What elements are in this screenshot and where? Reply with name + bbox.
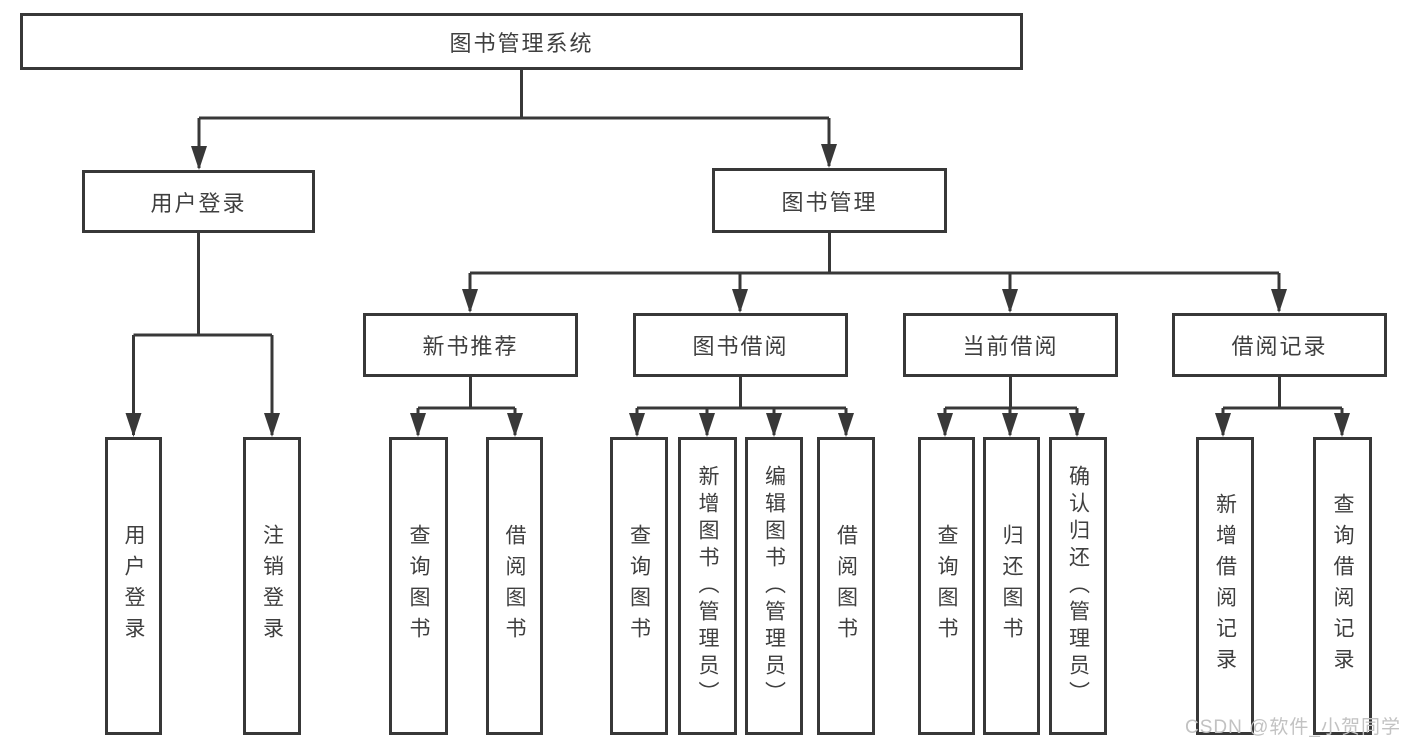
arrowhead — [462, 289, 478, 313]
node-bb-query-books-label: 查询图书 — [627, 524, 651, 648]
node-bb-query-books: 查询图书 — [610, 437, 668, 735]
node-cb-return-books-label: 归还图书 — [1000, 524, 1023, 648]
arrowheads — [125, 144, 1350, 437]
arrowhead — [699, 413, 715, 437]
node-user-login-label: 用户登录 — [150, 190, 247, 216]
node-bb-add-books-label: 新增图书（管理员） — [696, 464, 719, 708]
node-br-query-record-label: 查询借阅记录 — [1331, 493, 1354, 679]
node-cb-query-books-label: 查询图书 — [935, 524, 958, 648]
node-cb-query-books: 查询图书 — [918, 437, 975, 735]
arrowhead — [125, 413, 142, 437]
node-book-borrowing-label: 图书借阅 — [692, 334, 789, 359]
arrowhead — [821, 144, 837, 168]
node-rec-borrow-books-label: 借阅图书 — [503, 524, 526, 648]
node-root-label: 图书管理系统 — [449, 30, 594, 56]
arrowhead — [1069, 413, 1085, 437]
node-bb-edit-books-label: 编辑图书（管理员） — [762, 464, 786, 708]
node-logout-leaf: 注销登录 — [243, 437, 301, 735]
arrowhead — [1002, 413, 1018, 437]
node-bb-add-books: 新增图书（管理员） — [678, 437, 737, 735]
arrowhead — [507, 413, 523, 437]
node-book-management: 图书管理 — [712, 168, 947, 233]
arrowhead — [264, 413, 280, 437]
arrowhead — [1002, 289, 1018, 313]
node-bb-borrow-books: 借阅图书 — [817, 437, 875, 735]
node-cb-confirm-return: 确认归还（管理员） — [1049, 437, 1107, 735]
arrowhead — [629, 413, 645, 437]
arrowhead — [732, 289, 748, 313]
node-bb-edit-books: 编辑图书（管理员） — [745, 437, 803, 735]
node-borrowing-records-label: 借阅记录 — [1231, 334, 1328, 359]
arrowhead — [937, 413, 953, 437]
node-login-leaf-label: 用户登录 — [122, 524, 145, 648]
arrowhead — [766, 413, 782, 437]
node-root: 图书管理系统 — [20, 13, 1023, 70]
node-rec-query-books: 查询图书 — [389, 437, 448, 735]
node-br-query-record: 查询借阅记录 — [1313, 437, 1372, 735]
node-cb-confirm-return-label: 确认归还（管理员） — [1066, 464, 1090, 708]
node-rec-borrow-books: 借阅图书 — [486, 437, 543, 735]
arrowhead — [1215, 413, 1231, 437]
connector-path — [132, 70, 1344, 435]
csdn-watermark: CSDN @软件_小贺同学 — [1185, 717, 1401, 738]
arrowhead — [1271, 289, 1287, 313]
node-user-login: 用户登录 — [82, 170, 315, 233]
node-rec-query-books-label: 查询图书 — [407, 524, 430, 648]
node-br-add-record: 新增借阅记录 — [1196, 437, 1254, 735]
node-logout-leaf-label: 注销登录 — [260, 524, 284, 648]
node-cb-return-books: 归还图书 — [983, 437, 1040, 735]
arrowhead — [838, 413, 854, 437]
node-current-borrowing-label: 当前借阅 — [962, 334, 1059, 359]
arrowhead — [410, 413, 426, 437]
node-new-book-recommend-label: 新书推荐 — [422, 334, 519, 359]
node-borrowing-records: 借阅记录 — [1172, 313, 1387, 377]
node-login-leaf: 用户登录 — [105, 437, 162, 735]
node-current-borrowing: 当前借阅 — [903, 313, 1118, 377]
node-br-add-record-label: 新增借阅记录 — [1213, 493, 1237, 679]
node-book-management-label: 图书管理 — [781, 189, 878, 215]
node-book-borrowing: 图书借阅 — [633, 313, 848, 377]
node-bb-borrow-books-label: 借阅图书 — [834, 524, 858, 648]
arrowhead — [191, 146, 207, 170]
node-new-book-recommend: 新书推荐 — [363, 313, 578, 377]
arrowhead — [1334, 413, 1350, 437]
